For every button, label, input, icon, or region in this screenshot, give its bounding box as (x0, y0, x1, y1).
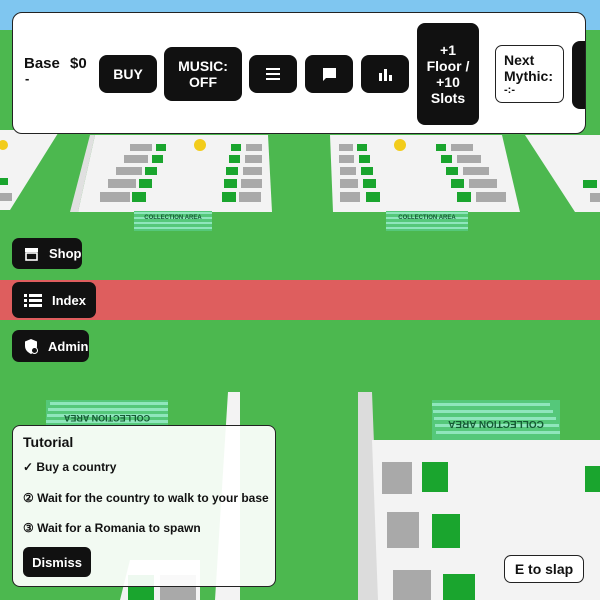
tutorial-step: ② Wait for the country to walk to your b… (23, 491, 269, 505)
slot-green (0, 178, 8, 185)
slot-gray (0, 193, 12, 201)
music-toggle-button[interactable]: MUSIC: OFF (164, 47, 242, 101)
menu-icon (266, 68, 280, 80)
coin-marker (194, 139, 206, 151)
base-platform-far-right (525, 135, 600, 212)
bar-chart-icon (378, 69, 392, 81)
buy-button[interactable]: BUY (99, 55, 157, 93)
collection-area-label: COLLECTION AREA (63, 413, 151, 423)
chat-button[interactable] (305, 55, 353, 93)
base-label: Base (24, 55, 60, 72)
collection-area-right (386, 211, 468, 231)
chat-icon (322, 67, 336, 81)
admin-button-label: Admin (48, 338, 89, 354)
next-mythic-panel: Next Mythic: -:- (495, 45, 564, 103)
next-mythic-timer: -:- (504, 84, 515, 96)
collection-area-near-right (432, 400, 560, 440)
shop-button[interactable]: Shop (12, 238, 82, 269)
admin-button[interactable]: Admin (12, 330, 89, 362)
base-wall-near-right (358, 392, 380, 600)
collection-area-left (134, 211, 212, 231)
coin-marker (394, 139, 406, 151)
menu-button[interactable] (249, 55, 297, 93)
cut-off-button[interactable]: S ($ (572, 41, 585, 109)
tutorial-step: ③ Wait for a Romania to spawn (23, 521, 201, 535)
coin-marker (0, 140, 8, 150)
slap-key-prompt: E to slap (504, 555, 584, 583)
base-near-right-slots (382, 462, 600, 600)
collection-area-label: COLLECTION AREA (144, 215, 202, 221)
base-left-slots (100, 144, 262, 202)
stats-button[interactable] (361, 55, 409, 93)
base-right-slots (339, 144, 506, 202)
base-owner-dash: - (25, 71, 30, 86)
base-platform-far-left (0, 130, 60, 210)
index-button[interactable]: Index (12, 282, 96, 318)
next-mythic-label: Next Mythic: (504, 52, 553, 84)
floor-upgrade-button[interactable]: +1 Floor / +10 Slots (417, 23, 479, 125)
top-hud-bar: Base - $0 BUY MUSIC: OFF +1 Floor / +10 … (12, 12, 586, 134)
tutorial-panel: Tutorial ✓ Buy a country ② Wait for the … (12, 425, 276, 587)
base-platform-left-side (70, 135, 95, 212)
collection-area-near-left (46, 400, 168, 428)
store-icon (24, 247, 39, 261)
shop-button-label: Shop (49, 246, 82, 261)
red-road (0, 280, 600, 320)
money-display: $0 (70, 55, 87, 72)
index-button-label: Index (52, 292, 86, 308)
collection-area-label: COLLECTION AREA (398, 215, 456, 221)
tutorial-title: Tutorial (23, 434, 74, 450)
admin-shield-icon (24, 338, 38, 354)
dismiss-button[interactable]: Dismiss (23, 547, 91, 577)
list-icon (24, 293, 42, 307)
tutorial-step: ✓ Buy a country (23, 460, 117, 474)
collection-area-label: COLLECTION AREA (448, 418, 544, 429)
